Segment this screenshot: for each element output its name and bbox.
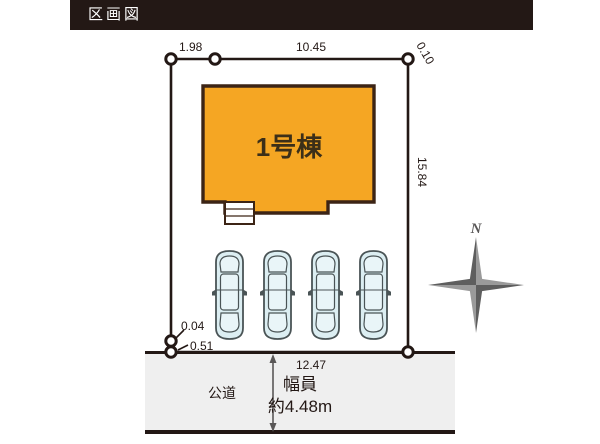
parking-car <box>355 250 392 340</box>
road-width-label-line1: 幅員 <box>283 375 317 394</box>
dimension-bottom-main: 12.47 <box>296 358 326 372</box>
road-width-arrow <box>269 354 277 432</box>
building-label: 1号棟 <box>256 132 323 162</box>
parking-car <box>307 250 344 340</box>
dimension-markers <box>164 52 415 359</box>
header-bar <box>70 0 533 30</box>
dimension-bottom-left-lower: 0.51 <box>190 339 214 353</box>
parking-car <box>259 250 296 340</box>
dimension-top-left: 1.98 <box>179 40 203 54</box>
dimension-top-main: 10.45 <box>296 40 326 54</box>
compass-north-label: N <box>470 221 483 237</box>
parking-car <box>211 250 248 340</box>
dimension-bottom-left-upper: 0.04 <box>181 319 205 333</box>
compass-rose: N <box>428 221 524 333</box>
public-road-area <box>145 351 455 434</box>
road-label: 公道 <box>208 385 236 401</box>
building-entrance-steps <box>224 201 255 225</box>
dimension-top-right: 0.10 <box>413 40 437 68</box>
building-1: 1号棟 <box>201 84 376 225</box>
road-width-label-line2: 約4.48m <box>268 397 332 416</box>
page-title: 区画図 <box>88 7 143 23</box>
parking-area <box>211 250 392 340</box>
dimension-right-side: 15.84 <box>415 157 429 187</box>
compass-major-points <box>428 237 524 333</box>
